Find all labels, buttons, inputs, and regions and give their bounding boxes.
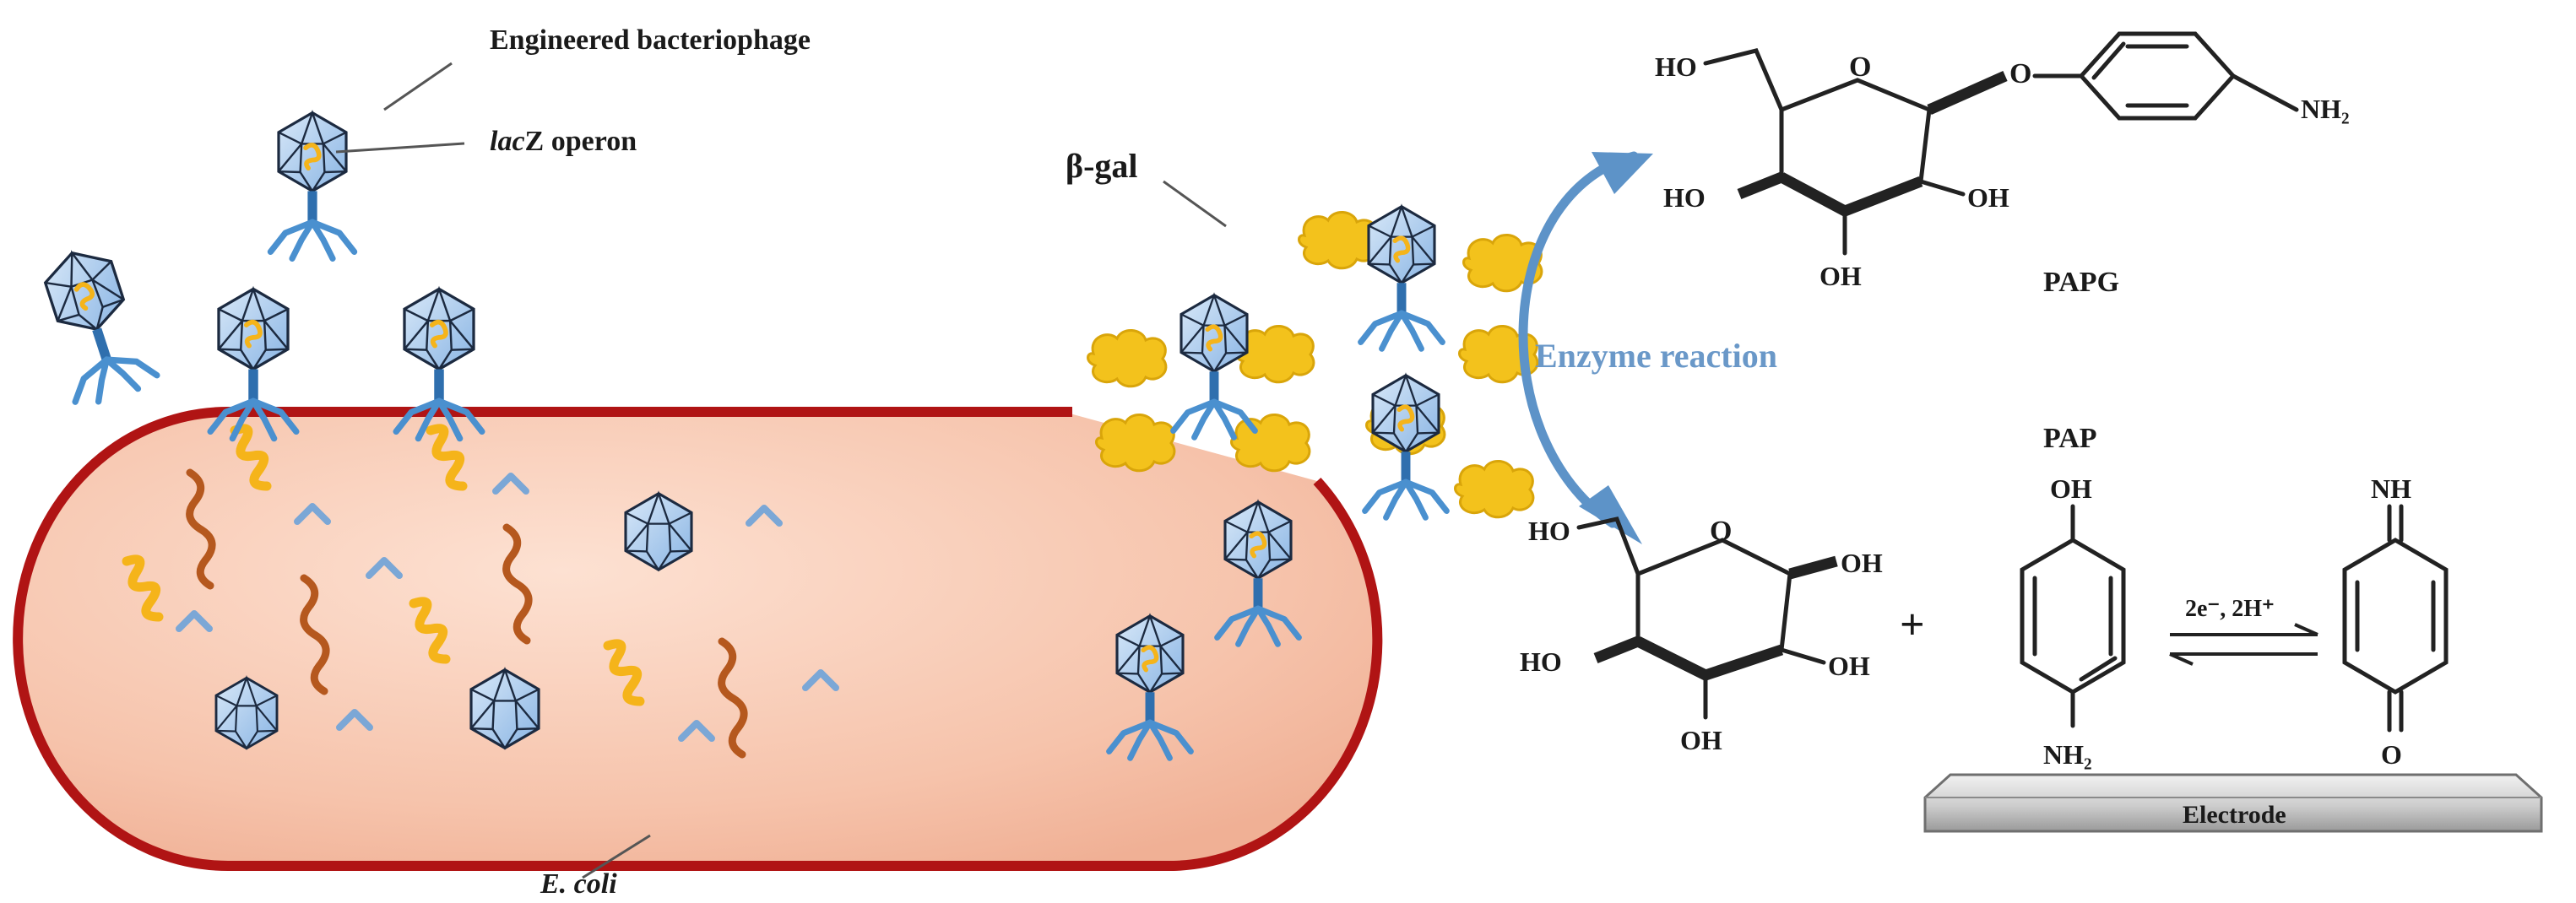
papg-oh-bottom: OH (1819, 261, 1862, 291)
papg-structure: O HO HO OH OH O NH₂ PAPG (1655, 31, 2350, 298)
bacteriophage-icon (270, 113, 354, 259)
plus-sign: + (1900, 601, 1925, 649)
label-lacz-operon: lacZ operon (490, 126, 637, 157)
label-electrode: Electrode (2183, 801, 2286, 829)
pap-oh: OH (2050, 473, 2092, 504)
ecoli-cell (13, 407, 1383, 871)
label-lacz-italic: lac (490, 126, 525, 157)
papg-oh-right: OH (1967, 182, 2009, 213)
gal-oh-right: OH (1828, 651, 1870, 681)
label-engineered-phage: Engineered bacteriophage (490, 24, 811, 56)
enzyme-blob-icon (1298, 210, 1379, 270)
quinoneimine-structure: NH O (2342, 473, 2449, 770)
bacteriophage-icon (31, 240, 159, 408)
electrode: Electrode (1923, 773, 2543, 833)
gal-oh-bottom: OH (1680, 725, 1722, 755)
pap-amine: NH₂ (2043, 739, 2092, 770)
label-enzyme-reaction: Enzyme reaction (1535, 337, 1777, 375)
equilibrium-arrows: 2e⁻, 2H⁺ (2169, 596, 2318, 666)
reaction-arrow-icon (1518, 151, 1653, 544)
label-lacz-rest: Z operon (525, 126, 637, 157)
papg-ho-left: HO (1663, 182, 1706, 213)
qi-oxygen: O (2381, 739, 2402, 770)
papg-glycosidic-oxygen: O (2009, 58, 2031, 89)
gal-ho-left: HO (1520, 646, 1562, 677)
papg-amine: NH₂ (2301, 94, 2350, 124)
label-electron-transfer: 2e⁻, 2H⁺ (2185, 596, 2275, 622)
gal-ring-oxygen: O (1710, 516, 1732, 547)
gal-ho-top: HO (1528, 516, 1570, 546)
galactose-structure: O HO OH HO OH OH (1520, 516, 1883, 755)
label-beta-gal: β-gal (1066, 147, 1138, 185)
label-leaders (335, 62, 1227, 879)
attached-phages (31, 113, 482, 439)
papg-ho-top: HO (1655, 51, 1697, 82)
bacteriophage-icon (1361, 207, 1443, 349)
enzyme-blob-icon (1095, 413, 1176, 473)
enzyme-blob-icon (1454, 459, 1535, 519)
papg-ring-oxygen: O (1849, 51, 1871, 83)
label-ecoli: E. coli (540, 868, 617, 900)
pap-structure: PAP OH NH₂ (2020, 423, 2126, 770)
qi-nh: NH (2371, 473, 2411, 504)
label-papg: PAPG (2043, 267, 2119, 298)
gal-oh-anomeric: OH (1841, 548, 1883, 578)
enzyme-blob-icon (1087, 328, 1168, 388)
enzyme-blob-icon (1230, 413, 1311, 473)
label-pap: PAP (2043, 423, 2097, 454)
